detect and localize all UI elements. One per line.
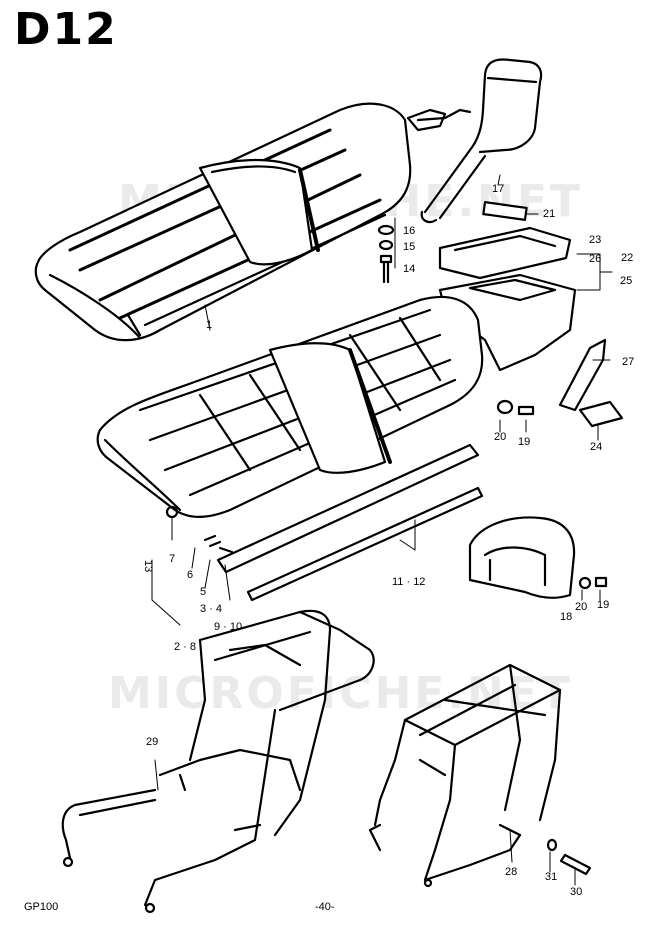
callout-c9-10: 9 · 10 (214, 621, 242, 633)
callout-c19b: 19 (597, 599, 609, 611)
part-24-plate (578, 400, 624, 428)
callout-c20a: 20 (494, 431, 506, 443)
bolts-14-16 (377, 224, 395, 284)
callout-c24: 24 (590, 441, 602, 453)
callout-c2-8: 2 · 8 (174, 641, 196, 653)
leader-lines (151, 174, 613, 886)
seat-lower (96, 295, 484, 518)
callout-c1: 1 (206, 319, 212, 331)
callout-c23: 23 (589, 234, 601, 246)
callout-c22: 22 (621, 252, 633, 264)
callout-c26: 26 (589, 253, 601, 265)
seat-upper (34, 102, 447, 342)
footer-page-number: -40- (315, 901, 335, 913)
rack-right (368, 663, 562, 888)
hardware-5-7 (165, 505, 234, 554)
callout-c7: 7 (169, 553, 175, 565)
grab-rail (416, 58, 543, 224)
screws-19-20-top (496, 399, 535, 416)
footer-model: GP100 (24, 901, 59, 913)
callout-c5: 5 (200, 586, 206, 598)
rack-left (61, 609, 375, 914)
callout-c20b: 20 (575, 601, 587, 613)
callout-c18: 18 (560, 611, 572, 623)
tail-box (438, 226, 577, 372)
page-title: D12 (14, 4, 118, 55)
part-21-pad (482, 201, 528, 221)
callout-c6: 6 (187, 569, 193, 581)
callout-c11-12: 11 · 12 (392, 576, 425, 588)
watermark-bottom: MICROFICHE.NET (108, 668, 573, 719)
callout-c27: 27 (622, 356, 634, 368)
callout-c31: 31 (545, 871, 557, 883)
seat-trim-strips (216, 443, 484, 602)
callout-c28: 28 (505, 866, 517, 878)
callout-c14: 14 (403, 263, 415, 275)
callout-c15: 15 (403, 241, 415, 253)
rear-cowl (468, 516, 576, 599)
callout-c19a: 19 (518, 436, 530, 448)
callout-c17: 17 (492, 183, 504, 195)
callout-c3-4: 3 · 4 (200, 603, 222, 615)
part-27-bracket (558, 338, 607, 412)
callout-c13: 13 (142, 560, 154, 572)
callout-c21: 21 (543, 208, 555, 220)
callout-c30: 30 (570, 886, 582, 898)
bolts-30-31 (546, 838, 592, 876)
callout-c16: 16 (403, 225, 415, 237)
callout-c29: 29 (146, 736, 158, 748)
callout-c25: 25 (620, 275, 632, 287)
screws-19-20-bottom (578, 576, 608, 590)
